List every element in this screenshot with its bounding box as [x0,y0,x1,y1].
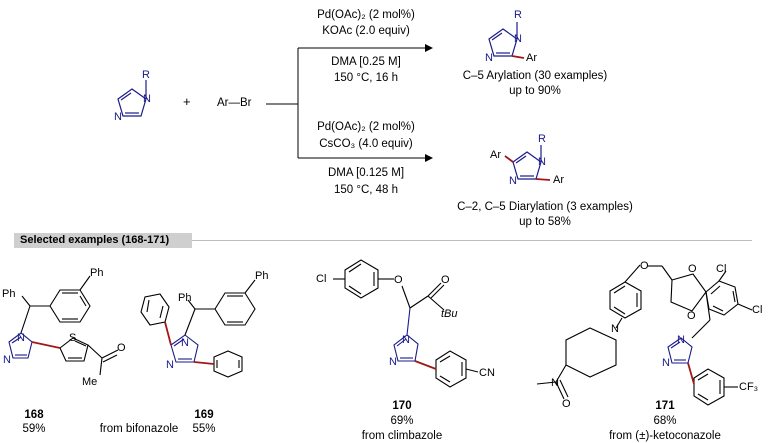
top-condition-catalyst: Pd(OAc)₂ (2 mol%) [317,9,415,21]
c5-aryl-product [488,22,525,59]
ex169-ph-2: Ph [255,270,269,282]
ex171-n3: N [662,357,670,369]
ex171-o-ring-2: O [687,310,696,322]
top-condition-temp-time: 150 °C, 16 h [333,72,399,84]
ex170-cn: CN [479,367,495,379]
top-product-ar: Ar [526,52,537,64]
reactant-n1-label: N [143,93,151,105]
ex168-n1: N [17,332,25,344]
bottom-product-yield: up to 58% [519,216,571,228]
reactant-n3-label: N [114,111,122,123]
ex170-o-ketone: O [441,274,450,286]
ex171-n-acyl: N [551,377,559,389]
bottom-product-n1: N [538,156,546,168]
ex171-n-aryl: N [611,323,619,335]
top-product-n1: N [514,33,522,45]
ex168-ph-2: Ph [90,267,104,279]
example-170-structure [333,259,479,388]
aryl-bromide: Ar—Br [217,97,252,109]
ex171-o-ether: O [640,260,649,272]
ex169-number: 169 [194,409,214,421]
ex171-number: 171 [655,400,675,412]
top-condition-base: KOAc (2.0 equiv) [322,25,410,37]
ex168-o: O [117,342,126,354]
section-header-bar [14,233,192,248]
example-169-structure [140,279,256,378]
plus-sign: + [183,94,191,109]
bottom-product-r: R [538,133,546,145]
ex171-source: from (±)-ketoconazole [609,430,721,442]
top-product-title: C–5 Arylation (30 examples) [462,70,608,82]
bottom-condition-base: CsCO₃ (4.0 equiv) [319,138,413,150]
ex168-yield: 59% [22,423,46,435]
ex169-ph-1: Ph [178,292,192,304]
ex169-n3: N [166,359,174,371]
imidazole-reactant [117,80,147,117]
ex170-yield: 69% [390,415,414,427]
ex170-n1: N [402,334,410,346]
reaction-arrows [266,44,433,162]
ex170-number: 170 [392,400,412,412]
reactant-r-label: R [142,69,150,81]
ex170-cl: Cl [316,273,327,285]
bottom-product-ar-right: Ar [553,174,564,186]
ex171-cl-right: Cl [752,304,763,316]
ex168-me: Me [82,376,98,388]
bottom-condition-temp-time: 150 °C, 48 h [333,184,399,196]
top-condition-solvent: DMA [0.25 M] [331,56,401,68]
section-divider [192,240,752,241]
top-product-r: R [514,9,522,21]
ex170-o-ether: O [394,274,403,286]
ex169-yield: 55% [192,423,216,435]
ex168-n3: N [3,354,11,366]
ex168-s: S [69,332,77,344]
top-product-n3: N [485,52,493,64]
example-171-structure [536,264,753,406]
ex171-o-ring-1: O [688,263,697,275]
ex171-o-acetyl: O [562,398,571,410]
ex168-number: 168 [24,409,44,421]
ex169-n1: N [181,337,189,349]
example-168-structure [8,275,119,376]
bottom-product-n3: N [509,175,517,187]
bottom-product-title: C–2, C–5 Diarylation (3 examples) [457,201,633,213]
bottom-product-ar-left: Ar [490,149,501,161]
ex171-cf3: CF₃ [739,381,759,393]
shared-source-bifonazole: from bifonazole [99,423,179,435]
bottom-condition-catalyst: Pd(OAc)₂ (2 mol%) [317,121,415,133]
c2c5-diaryl-product [504,145,551,181]
ex170-source: from climbazole [361,430,443,442]
ex170-tbu: tBu [441,308,458,320]
bottom-condition-solvent: DMA [0.125 M] [327,167,405,179]
ex171-yield: 68% [653,415,677,427]
top-product-yield: up to 90% [509,85,561,97]
ex170-n3: N [389,356,397,368]
ex171-n1: N [677,334,685,346]
ex171-cl-top: Cl [716,263,727,275]
ex168-ph-1: Ph [2,288,16,300]
section-header: Selected examples (168-171) [20,234,170,246]
